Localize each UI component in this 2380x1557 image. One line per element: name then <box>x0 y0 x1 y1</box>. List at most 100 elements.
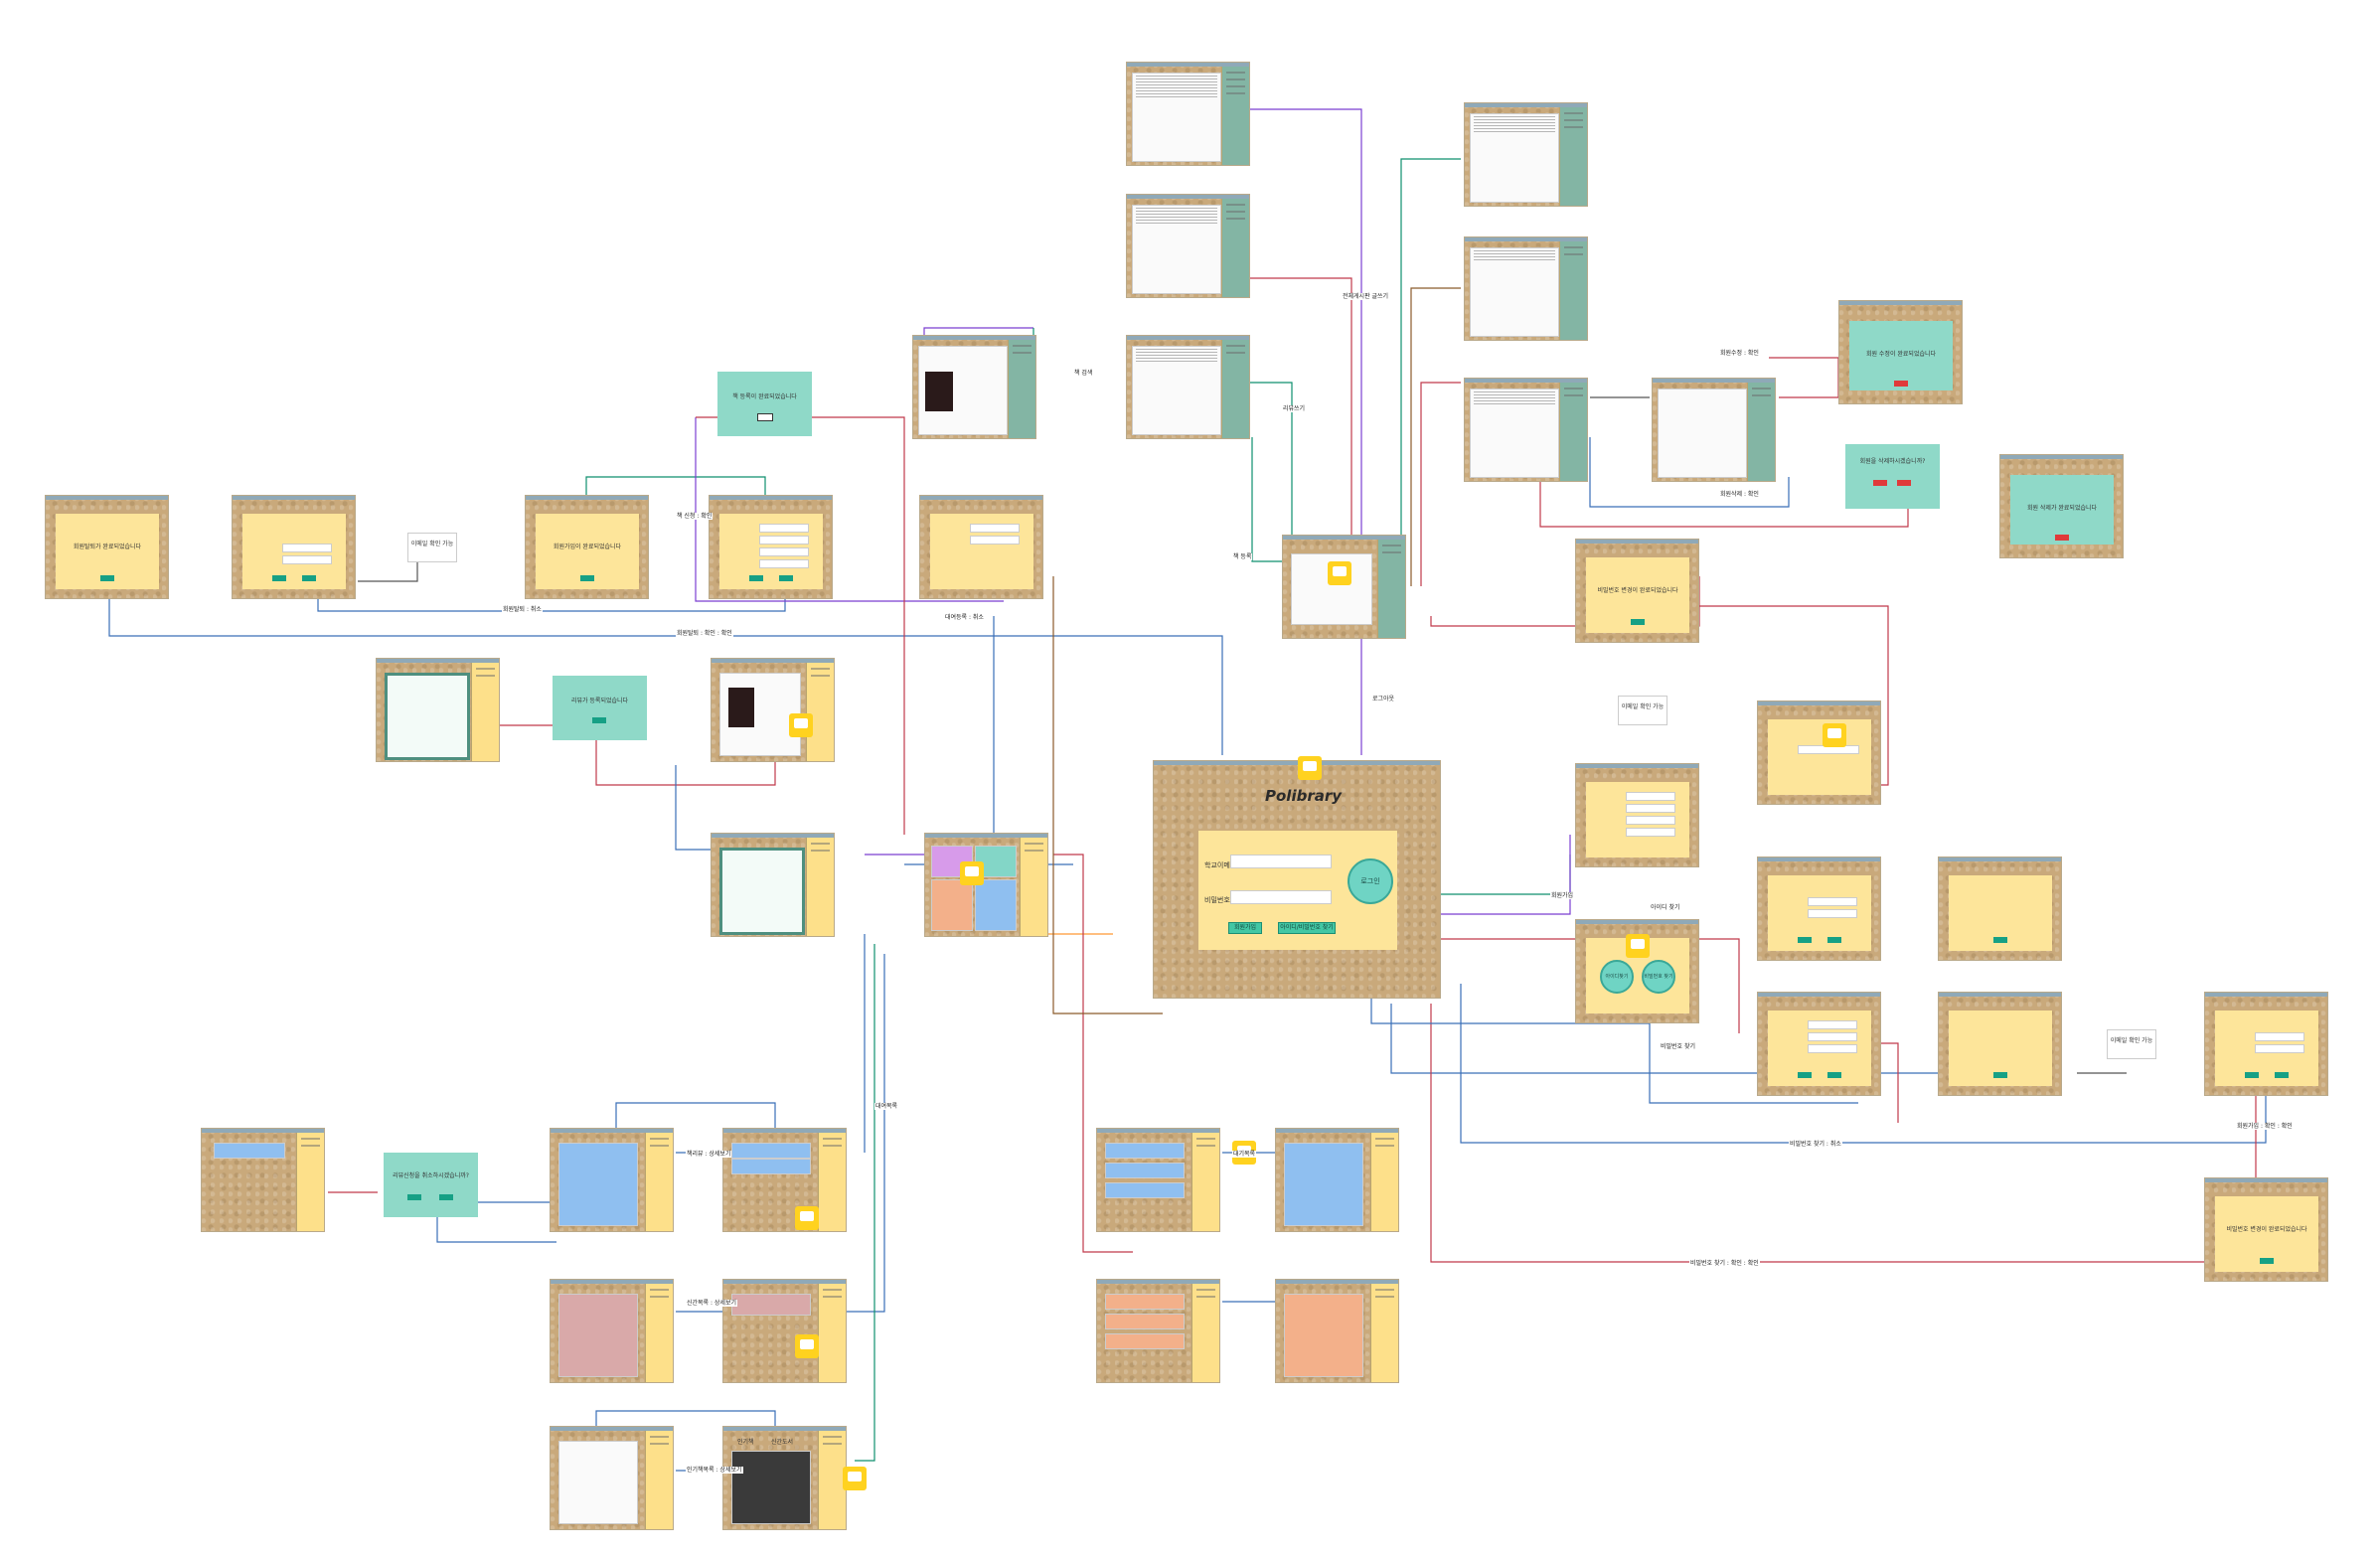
form-field[interactable] <box>1626 816 1675 825</box>
cancel-button[interactable] <box>2275 1072 2289 1078</box>
ok-button[interactable] <box>2245 1072 2259 1078</box>
comment-icon[interactable] <box>960 861 984 885</box>
cancel-button[interactable] <box>779 575 793 581</box>
ok-button[interactable] <box>2055 535 2069 541</box>
newbook-tab[interactable]: 신간도서 <box>771 1439 794 1446</box>
ok-button[interactable] <box>1873 480 1887 486</box>
form-field[interactable] <box>1808 897 1857 906</box>
wire <box>1430 576 1700 627</box>
wire <box>1769 357 1839 398</box>
wire <box>1053 854 1133 1253</box>
form-field[interactable] <box>759 559 809 568</box>
comment-icon[interactable] <box>1823 723 1846 747</box>
wire-label: 책리뷰 : 상세보기 <box>686 1151 732 1158</box>
find-account-button[interactable]: 아이디/비밀번호 찾기 <box>1278 922 1336 934</box>
comment-icon[interactable] <box>843 1467 867 1490</box>
form-field[interactable] <box>759 547 809 556</box>
ok-button[interactable] <box>592 717 606 723</box>
node-review-list <box>711 833 835 937</box>
node-book-reviews <box>1126 335 1250 439</box>
wire <box>1052 576 1163 1014</box>
ok-button[interactable] <box>1894 381 1908 387</box>
email-check-box-2: 이메일 확인 가능 <box>2107 1029 2156 1059</box>
find-pw-button[interactable]: 비밀번호 찾기 <box>1642 960 1675 994</box>
form-field[interactable] <box>759 536 809 545</box>
id-label: 학교이메일 <box>1204 861 1237 869</box>
node-chat-room-orange <box>1275 1279 1399 1383</box>
box-text: 이메일 확인 가능 <box>2110 1037 2153 1044</box>
node-book-detail <box>912 335 1036 439</box>
form-field[interactable] <box>970 536 1020 545</box>
comment-icon[interactable] <box>789 713 813 737</box>
cancel-button[interactable] <box>1827 1072 1841 1078</box>
login-panel: 학교이메일 비밀번호 로그인 회원가입 아이디/비밀번호 찾기 <box>1198 831 1397 950</box>
form-field[interactable] <box>759 524 809 533</box>
pw-input[interactable] <box>1230 890 1332 904</box>
wire-label: 인기책목록 : 상세보기 <box>686 1467 743 1474</box>
id-input[interactable] <box>1230 855 1332 868</box>
ok-button[interactable] <box>1798 1072 1812 1078</box>
ok-button[interactable] <box>580 575 594 581</box>
node-label: 리뷰신청을 취소하시겠습니까? <box>393 1172 469 1179</box>
form-field[interactable] <box>1626 792 1675 801</box>
wire <box>358 556 418 582</box>
wire <box>675 765 715 851</box>
wire <box>1460 984 2267 1144</box>
wire-label: 비밀번호 찾기 : 확인 : 확인 <box>1689 1260 1760 1267</box>
wire <box>1400 158 1461 586</box>
wire-label: 회원탈퇴 : 취소 <box>502 606 543 613</box>
cancel-button[interactable] <box>302 575 316 581</box>
node-find-id-result <box>1938 856 2062 961</box>
comment-icon[interactable] <box>795 1206 819 1230</box>
comment-icon[interactable] <box>1328 561 1351 585</box>
node-home <box>924 833 1048 937</box>
node-find-pw-sent <box>1938 992 2062 1096</box>
wire <box>696 416 905 835</box>
form-field[interactable] <box>282 555 332 564</box>
form-field[interactable] <box>1808 1044 1857 1053</box>
form-field[interactable] <box>1626 804 1675 813</box>
ok-button[interactable] <box>1798 937 1812 943</box>
form-field[interactable] <box>1808 1032 1857 1041</box>
comment-icon[interactable] <box>795 1334 819 1358</box>
ranking-tab[interactable]: 인기책 <box>737 1439 754 1446</box>
node-review-registered: 리뷰가 등록되었습니다 <box>553 676 647 740</box>
ok-button[interactable] <box>1993 937 2007 943</box>
ok-button[interactable] <box>272 575 286 581</box>
form-field[interactable] <box>282 544 332 552</box>
cancel-button[interactable] <box>439 1194 453 1200</box>
wire <box>855 944 875 1462</box>
comment-icon[interactable] <box>1626 934 1650 958</box>
cancel-button[interactable] <box>1897 480 1911 486</box>
form-field[interactable] <box>2255 1044 2304 1053</box>
wire <box>1436 835 1571 915</box>
form-field[interactable] <box>970 524 1020 533</box>
login-button[interactable]: 로그인 <box>1348 858 1393 904</box>
node-chat-room-blue <box>1275 1128 1399 1232</box>
node-new-books <box>722 1128 847 1232</box>
ok-button[interactable] <box>100 575 114 581</box>
wire <box>695 417 1004 602</box>
ok-button[interactable] <box>1631 619 1645 625</box>
wire-label: 책 등록 <box>1232 553 1253 560</box>
node-book-list <box>1282 535 1406 639</box>
find-id-button[interactable]: 아이디찾기 <box>1600 960 1634 994</box>
node-pw-reset-done: 비밀번호 변경이 완료되었습니다 <box>2204 1177 2328 1282</box>
signup-button[interactable]: 회원가입 <box>1228 922 1262 934</box>
ok-button[interactable] <box>2260 1258 2274 1264</box>
wire-label: 대여목록 <box>874 1103 899 1110</box>
ok-button[interactable] <box>407 1194 421 1200</box>
ok-button[interactable] <box>1993 1072 2007 1078</box>
form-field[interactable] <box>2255 1032 2304 1041</box>
form-field[interactable] <box>1808 909 1857 918</box>
comment-icon[interactable] <box>1298 756 1322 780</box>
ok-button[interactable] <box>757 413 773 421</box>
node-member-admin <box>1652 378 1776 482</box>
cancel-button[interactable] <box>1827 937 1841 943</box>
ok-button[interactable] <box>749 575 763 581</box>
node-label: 회원가입이 완료되었습니다 <box>553 544 622 550</box>
form-field[interactable] <box>1808 1020 1857 1029</box>
form-field[interactable] <box>1626 828 1675 837</box>
app-title: Polibrary <box>1265 787 1343 805</box>
node-chat-pink <box>550 1279 674 1383</box>
